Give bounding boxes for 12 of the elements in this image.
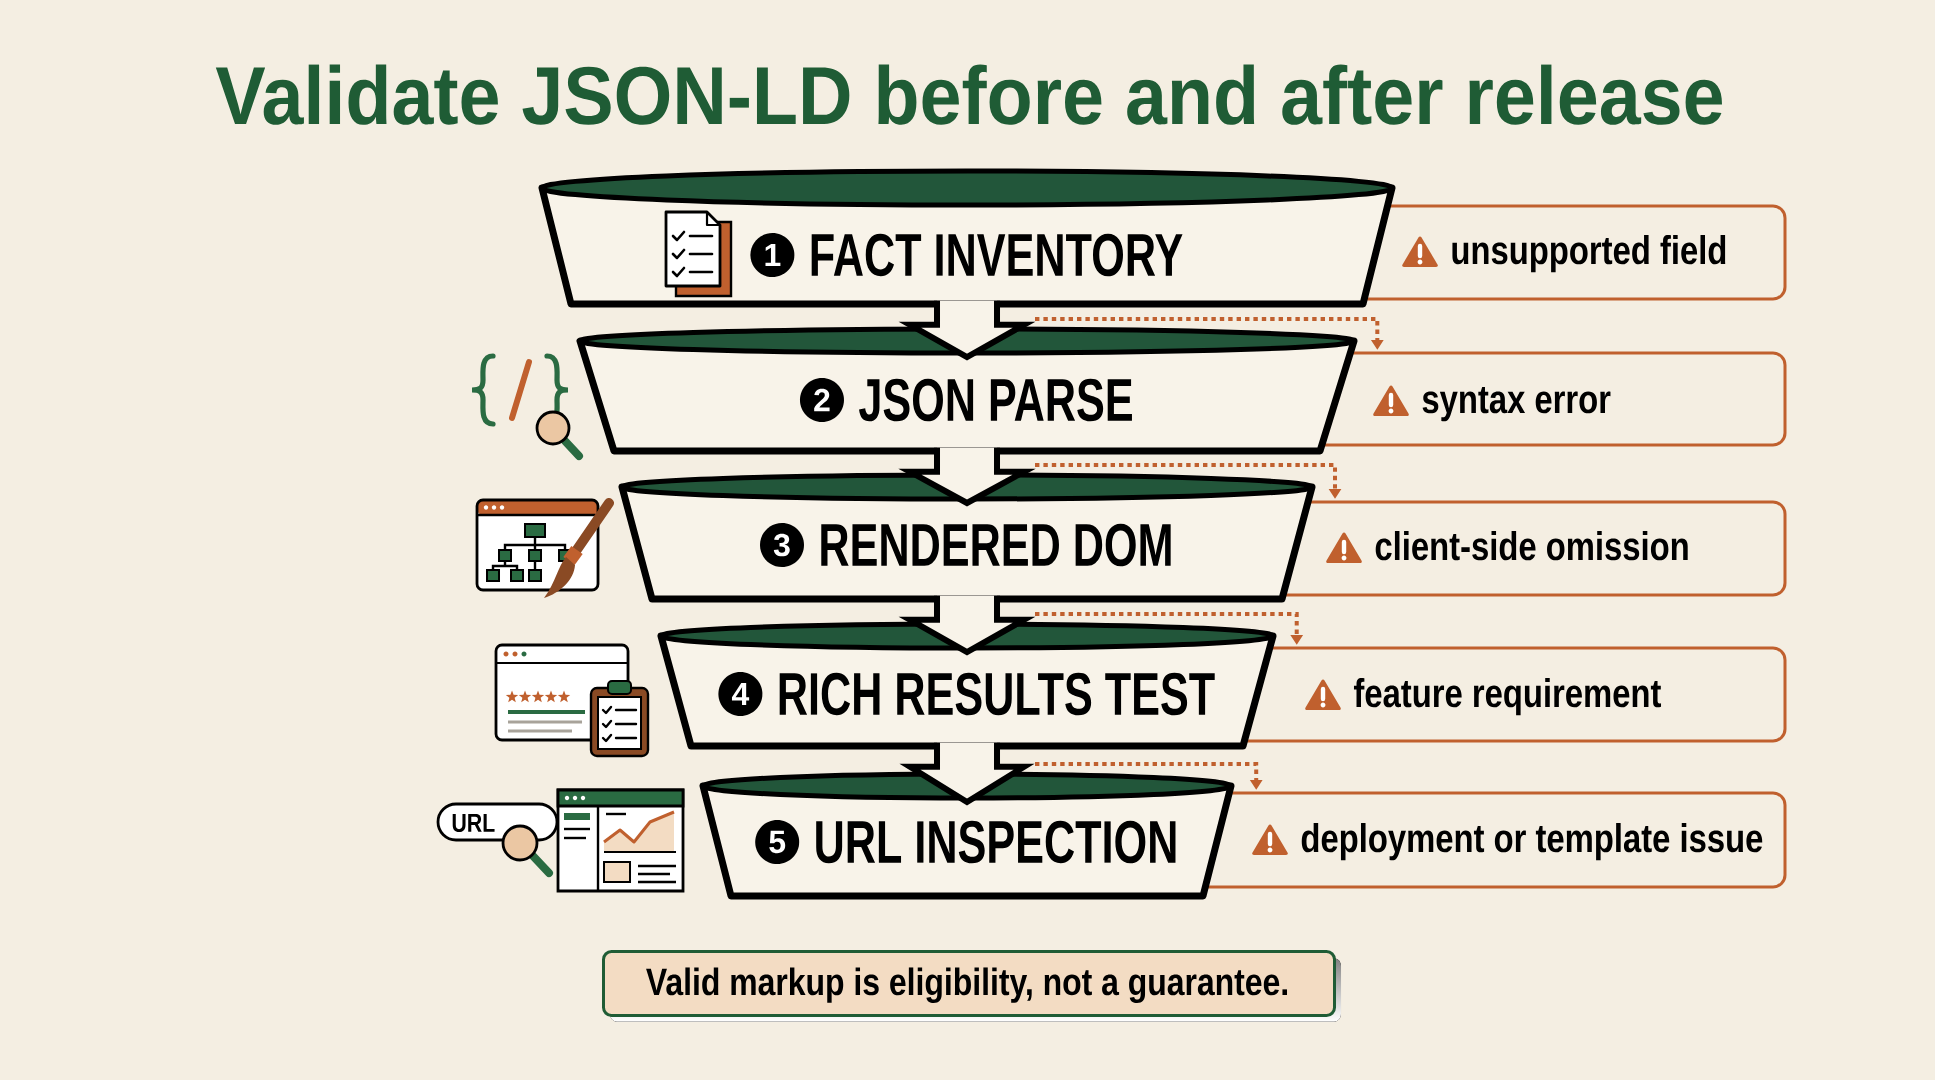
number-badge: 1 [750, 233, 795, 277]
issue-box: feature requirement [1244, 646, 1787, 743]
issue-box: client-side omission [1283, 500, 1787, 597]
number-badge: 3 [760, 523, 804, 567]
number-badge: 5 [755, 820, 800, 864]
number-badge: 4 [718, 672, 763, 716]
note-box: Valid markup is eligibility, not a guarantee. [602, 950, 1341, 1022]
number-badge: 2 [799, 378, 844, 422]
issue-box: syntax error [1321, 351, 1787, 447]
title: Validate JSON-LD before and after release [215, 64, 1722, 125]
issue-box: deployment or template issue [1205, 791, 1787, 889]
issue-box: unsupported field [1364, 204, 1787, 301]
